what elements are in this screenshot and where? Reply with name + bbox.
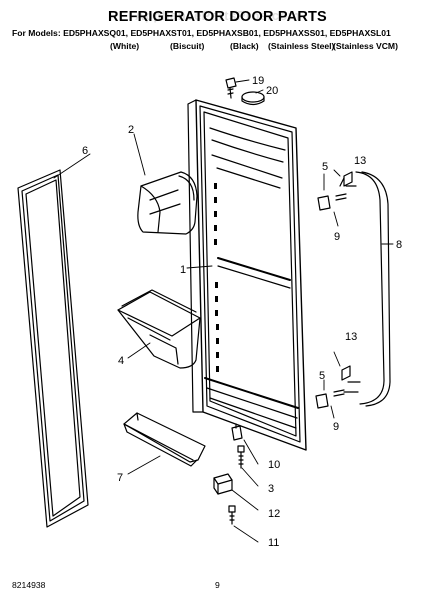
lower-bin-part bbox=[123, 412, 206, 467]
callout-11: 11 bbox=[268, 537, 279, 549]
callout-1: 1 bbox=[180, 264, 186, 276]
door-liner-part bbox=[187, 99, 307, 451]
bushing-part-20 bbox=[241, 91, 265, 106]
page-title: REFRIGERATOR DOOR PARTS bbox=[108, 9, 327, 25]
screw-part-19 bbox=[225, 77, 237, 99]
document-number: 8214938 bbox=[12, 580, 46, 590]
callout-9-upper: 9 bbox=[334, 231, 340, 243]
callout-9-lower: 9 bbox=[333, 421, 339, 433]
watermark-text: AppliancePartsPros.com bbox=[135, 8, 300, 23]
handle-part bbox=[343, 171, 391, 407]
callout-19: 19 bbox=[252, 75, 264, 87]
models-prefix: For Models: bbox=[12, 28, 61, 38]
callout-5-upper: 5 bbox=[322, 161, 328, 173]
color-label: (Stainless Steel) bbox=[268, 41, 335, 51]
callout-7: 7 bbox=[117, 472, 123, 484]
models-line: For Models: ED5PHAXSQ01, ED5PHAXST01, ED… bbox=[12, 28, 391, 38]
callout-4: 3 bbox=[268, 483, 274, 495]
color-label: (White) bbox=[110, 41, 140, 51]
door-gasket-part bbox=[17, 169, 89, 528]
model-number: ED5PHAXSQ01 bbox=[63, 28, 126, 38]
page-number: 9 bbox=[215, 580, 220, 590]
color-label: (Black) bbox=[230, 41, 259, 51]
callout-10: 10 bbox=[268, 459, 280, 471]
door-bin-part bbox=[117, 289, 201, 369]
callout-8: 8 bbox=[396, 239, 402, 251]
callout-5-lower: 5 bbox=[319, 370, 325, 382]
callout-20: 20 bbox=[266, 85, 278, 97]
hinge-cam-part-10 bbox=[231, 423, 243, 441]
model-number: ED5PHAXSL01 bbox=[329, 28, 391, 38]
callout-6: 6 bbox=[82, 145, 88, 157]
callout-13-lower: 13 bbox=[345, 331, 357, 343]
callout-13-upper: 13 bbox=[354, 155, 366, 167]
screw-part-4 bbox=[237, 445, 245, 469]
screw-part-11 bbox=[228, 505, 236, 525]
callout-12: 12 bbox=[268, 508, 280, 520]
callout-3: 4 bbox=[118, 355, 124, 367]
hinge-block-part-12 bbox=[213, 473, 233, 495]
model-number: ED5PHAXST01 bbox=[130, 28, 192, 38]
model-number: ED5PHAXSB01 bbox=[196, 28, 259, 38]
color-label: (Biscuit) bbox=[170, 41, 205, 51]
callout-2: 2 bbox=[128, 124, 134, 136]
model-number: ED5PHAXSS01 bbox=[263, 28, 325, 38]
dairy-door-part bbox=[137, 171, 198, 235]
lower-handle-hardware bbox=[315, 365, 351, 409]
upper-handle-hardware bbox=[317, 171, 353, 211]
color-label: (Stainless VCM) bbox=[333, 41, 398, 51]
